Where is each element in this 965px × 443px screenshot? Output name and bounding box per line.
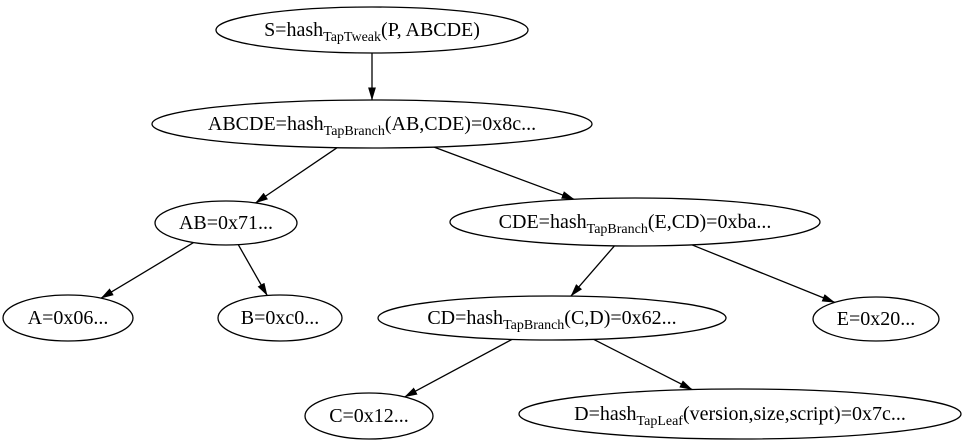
node-ellipse-S <box>215 6 529 54</box>
node-E: E=0x20... <box>812 296 940 342</box>
nodes-layer: S=hashTapTweak(P, ABCDE)ABCDE=hashTapBra… <box>2 6 962 440</box>
node-label-part: TapTweak <box>323 30 381 45</box>
node-label-part: (E,CD)=0xba... <box>648 211 771 233</box>
edge-CDE-E <box>691 244 836 304</box>
node-label-C: C=0x12... <box>329 405 409 427</box>
node-ellipse-CD <box>377 295 727 341</box>
node-label-part: B=0xc0... <box>241 307 320 329</box>
node-ellipse-ABCDE <box>151 99 593 149</box>
node-S: S=hashTapTweak(P, ABCDE) <box>215 6 529 54</box>
node-label-B: B=0xc0... <box>241 307 320 329</box>
node-label-AB: AB=0x71... <box>179 212 273 234</box>
node-label-E: E=0x20... <box>837 308 916 330</box>
node-label-ABCDE: ABCDE=hashTapBranch(AB,CDE)=0x8c... <box>208 113 536 139</box>
node-label-part: ABCDE=hash <box>208 113 324 135</box>
node-ellipse-CDE <box>449 197 821 247</box>
node-label-part: (P, ABCDE) <box>381 19 480 41</box>
node-label-part: TapBranch <box>324 124 385 139</box>
node-ellipse-AB <box>154 200 298 246</box>
node-label-part: (AB,CDE)=0x8c... <box>385 113 536 135</box>
node-label-part: CD=hash <box>427 307 503 329</box>
node-ellipse-A <box>2 294 134 342</box>
node-label-part: TapBranch <box>587 222 648 237</box>
node-ellipse-B <box>217 294 343 342</box>
node-label-A: A=0x06... <box>28 307 109 329</box>
edge-CD-C <box>404 338 513 398</box>
node-label-part: A=0x06... <box>28 307 109 329</box>
node-label-part: E=0x20... <box>837 308 916 330</box>
node-ellipse-E <box>812 296 940 342</box>
edge-CD-D <box>593 338 693 391</box>
node-label-part: D=hash <box>574 403 636 425</box>
node-ellipse-D <box>518 388 962 440</box>
node-label-part: (C,D)=0x62... <box>564 307 676 329</box>
node-label-D: D=hashTapLeaf(version,size,script)=0x7c.… <box>574 403 906 429</box>
node-label-part: C=0x12... <box>329 405 409 427</box>
node-CDE: CDE=hashTapBranch(E,CD)=0xba... <box>449 197 821 247</box>
edge-ABCDE-CDE <box>433 146 575 200</box>
node-label-CD: CD=hashTapBranch(C,D)=0x62... <box>427 307 676 333</box>
node-CD: CD=hashTapBranch(C,D)=0x62... <box>377 295 727 341</box>
node-label-part: (version,size,script)=0x7c... <box>683 403 906 425</box>
node-AB: AB=0x71... <box>154 200 298 246</box>
node-C: C=0x12... <box>304 392 434 440</box>
edge-AB-A <box>100 242 194 299</box>
edge-AB-B <box>237 244 268 296</box>
node-B: B=0xc0... <box>217 294 343 342</box>
node-D: D=hashTapLeaf(version,size,script)=0x7c.… <box>518 388 962 440</box>
node-label-part: AB=0x71... <box>179 212 273 234</box>
node-label-part: TapLeaf <box>637 414 684 429</box>
node-label-part: S=hash <box>264 19 323 41</box>
node-ABCDE: ABCDE=hashTapBranch(AB,CDE)=0x8c... <box>151 99 593 149</box>
node-A: A=0x06... <box>2 294 134 342</box>
node-label-CDE: CDE=hashTapBranch(E,CD)=0xba... <box>499 211 772 237</box>
node-label-S: S=hashTapTweak(P, ABCDE) <box>264 19 480 45</box>
edge-ABCDE-AB <box>255 147 338 204</box>
edge-CDE-CD <box>570 245 615 297</box>
edges-layer <box>100 53 836 398</box>
node-label-part: CDE=hash <box>499 211 587 233</box>
node-label-part: TapBranch <box>503 318 564 333</box>
node-ellipse-C <box>304 392 434 440</box>
